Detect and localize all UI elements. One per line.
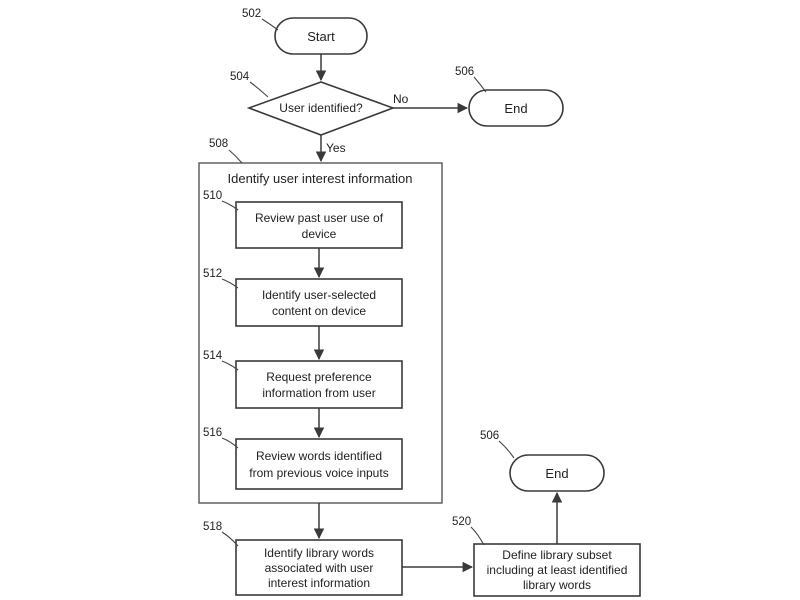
group-title: Identify user interest information: [228, 171, 413, 186]
ref-512: 512: [203, 268, 222, 280]
ref-504: 504: [230, 71, 250, 83]
ref-518: 518: [203, 521, 222, 533]
ref-506-bottom: 506: [480, 430, 499, 442]
ref-520: 520: [452, 516, 471, 528]
step-516-line-2: from previous voice inputs: [249, 466, 388, 480]
start-node: Start: [275, 18, 367, 54]
step-520: Define library subset including at least…: [474, 544, 640, 596]
end-top-label: End: [504, 101, 527, 116]
start-label: Start: [307, 29, 335, 44]
step-518-line-3: interest information: [268, 576, 370, 590]
step-516: Review words identified from previous vo…: [236, 439, 402, 489]
step-510-line-1: Review past user use of: [255, 211, 384, 225]
ref-502: 502: [242, 8, 261, 20]
end-bottom-node: End: [510, 455, 604, 491]
step-520-line-1: Define library subset: [502, 548, 612, 562]
step-512-line-2: content on device: [272, 304, 366, 318]
step-514: Request preference information from user: [236, 361, 402, 408]
end-bottom-label: End: [545, 466, 568, 481]
decision-label: User identified?: [279, 101, 363, 115]
step-518: Identify library words associated with u…: [236, 540, 402, 595]
step-514-line-2: information from user: [262, 386, 375, 400]
ref-514: 514: [203, 350, 223, 362]
end-top-node: End: [469, 90, 563, 126]
ref-510: 510: [203, 190, 222, 202]
edge-label-yes: Yes: [326, 141, 346, 155]
step-512-line-1: Identify user-selected: [262, 288, 376, 302]
step-516-line-1: Review words identified: [256, 449, 382, 463]
ref-516: 516: [203, 427, 222, 439]
ref-520-leader: [471, 527, 484, 545]
step-510: Review past user use of device: [236, 202, 402, 248]
step-512: Identify user-selected content on device: [236, 279, 402, 326]
step-520-line-2: including at least identified: [487, 563, 628, 577]
edge-label-no: No: [393, 92, 409, 106]
step-510-line-2: device: [302, 227, 337, 241]
step-518-line-1: Identify library words: [264, 546, 374, 560]
step-514-line-1: Request preference: [266, 370, 372, 384]
decision-node: User identified?: [249, 82, 393, 135]
ref-518-leader: [222, 532, 238, 546]
ref-508-leader: [229, 150, 242, 163]
ref-502-leader: [262, 19, 278, 30]
ref-508: 508: [209, 138, 228, 150]
ref-504-leader: [250, 82, 268, 97]
step-520-line-3: library words: [523, 578, 591, 592]
ref-506-top-leader: [474, 77, 486, 92]
step-518-line-2: associated with user: [265, 561, 374, 575]
ref-506-bottom-leader: [499, 441, 514, 458]
ref-506-top: 506: [455, 66, 474, 78]
